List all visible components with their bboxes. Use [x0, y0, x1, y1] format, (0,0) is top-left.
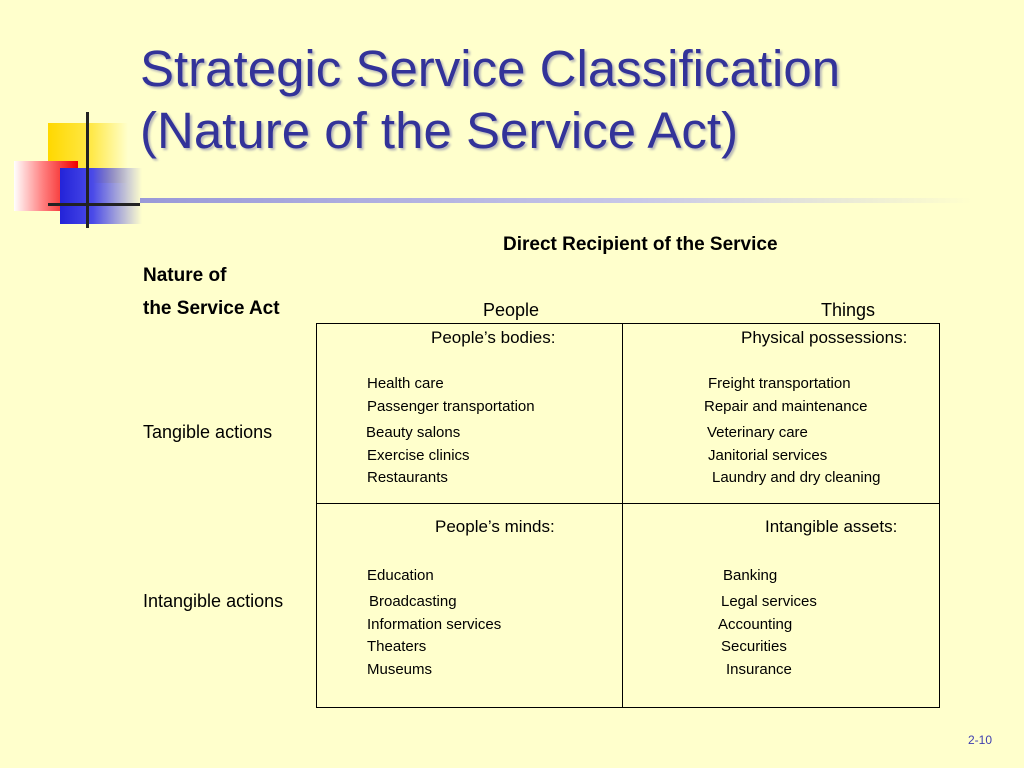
list-item: Laundry and dry cleaning: [712, 469, 881, 486]
list-item: Repair and maintenance: [704, 398, 868, 415]
decorative-squares-logo: [0, 0, 160, 240]
list-item: Theaters: [367, 638, 427, 655]
cell-heading-peoples-minds: People’s minds:: [435, 517, 555, 536]
cell-heading-intangible-assets: Intangible assets:: [765, 517, 898, 536]
list-item: Securities: [721, 638, 787, 655]
cell-tangible-things: [622, 323, 940, 505]
blue-square: [60, 168, 142, 224]
list-item: Museums: [367, 661, 433, 678]
list-item: Broadcasting: [369, 593, 457, 610]
cell-heading-physical-possessions: Physical possessions:: [741, 328, 908, 347]
row-label-intangible: Intangible actions: [143, 591, 284, 611]
list-item: Insurance: [726, 661, 792, 678]
recipient-header: Direct Recipient of the Service: [503, 234, 778, 255]
nature-header-line-1: Nature of: [143, 265, 227, 286]
list-item: Banking: [723, 567, 778, 584]
list-item: Janitorial services: [708, 447, 828, 464]
title-line-1: Strategic Service Classification: [140, 40, 841, 97]
list-item: Veterinary care: [707, 424, 808, 441]
list-item: Restaurants: [367, 469, 448, 486]
title-line-2: (Nature of the Service Act): [140, 102, 739, 159]
list-item: Legal services: [721, 593, 817, 610]
logo-horizontal-line: [48, 203, 140, 206]
list-item: Beauty salons: [366, 424, 461, 441]
list-item: Information services: [367, 616, 502, 633]
title-divider: [140, 198, 972, 203]
list-item: Passenger transportation: [367, 398, 535, 415]
cell-intangible-things: [622, 503, 940, 708]
logo-vertical-line: [86, 112, 89, 228]
list-item: Exercise clinics: [367, 447, 470, 464]
list-item: Freight transportation: [708, 375, 851, 392]
column-header-things: Things: [821, 300, 876, 320]
nature-header-line-2: the Service Act: [143, 298, 280, 319]
list-item: Accounting: [718, 616, 793, 633]
list-item: Health care: [367, 375, 444, 392]
cell-heading-peoples-bodies: People’s bodies:: [431, 328, 556, 347]
cell-intangible-people: [316, 503, 624, 708]
slide-title: Strategic Service Classification (Nature…: [140, 38, 1020, 162]
slide-number: 2-10: [968, 733, 993, 747]
cell-tangible-people: [316, 323, 624, 505]
column-header-people: People: [483, 300, 540, 320]
list-item: Education: [367, 567, 434, 584]
row-label-tangible: Tangible actions: [143, 422, 273, 442]
